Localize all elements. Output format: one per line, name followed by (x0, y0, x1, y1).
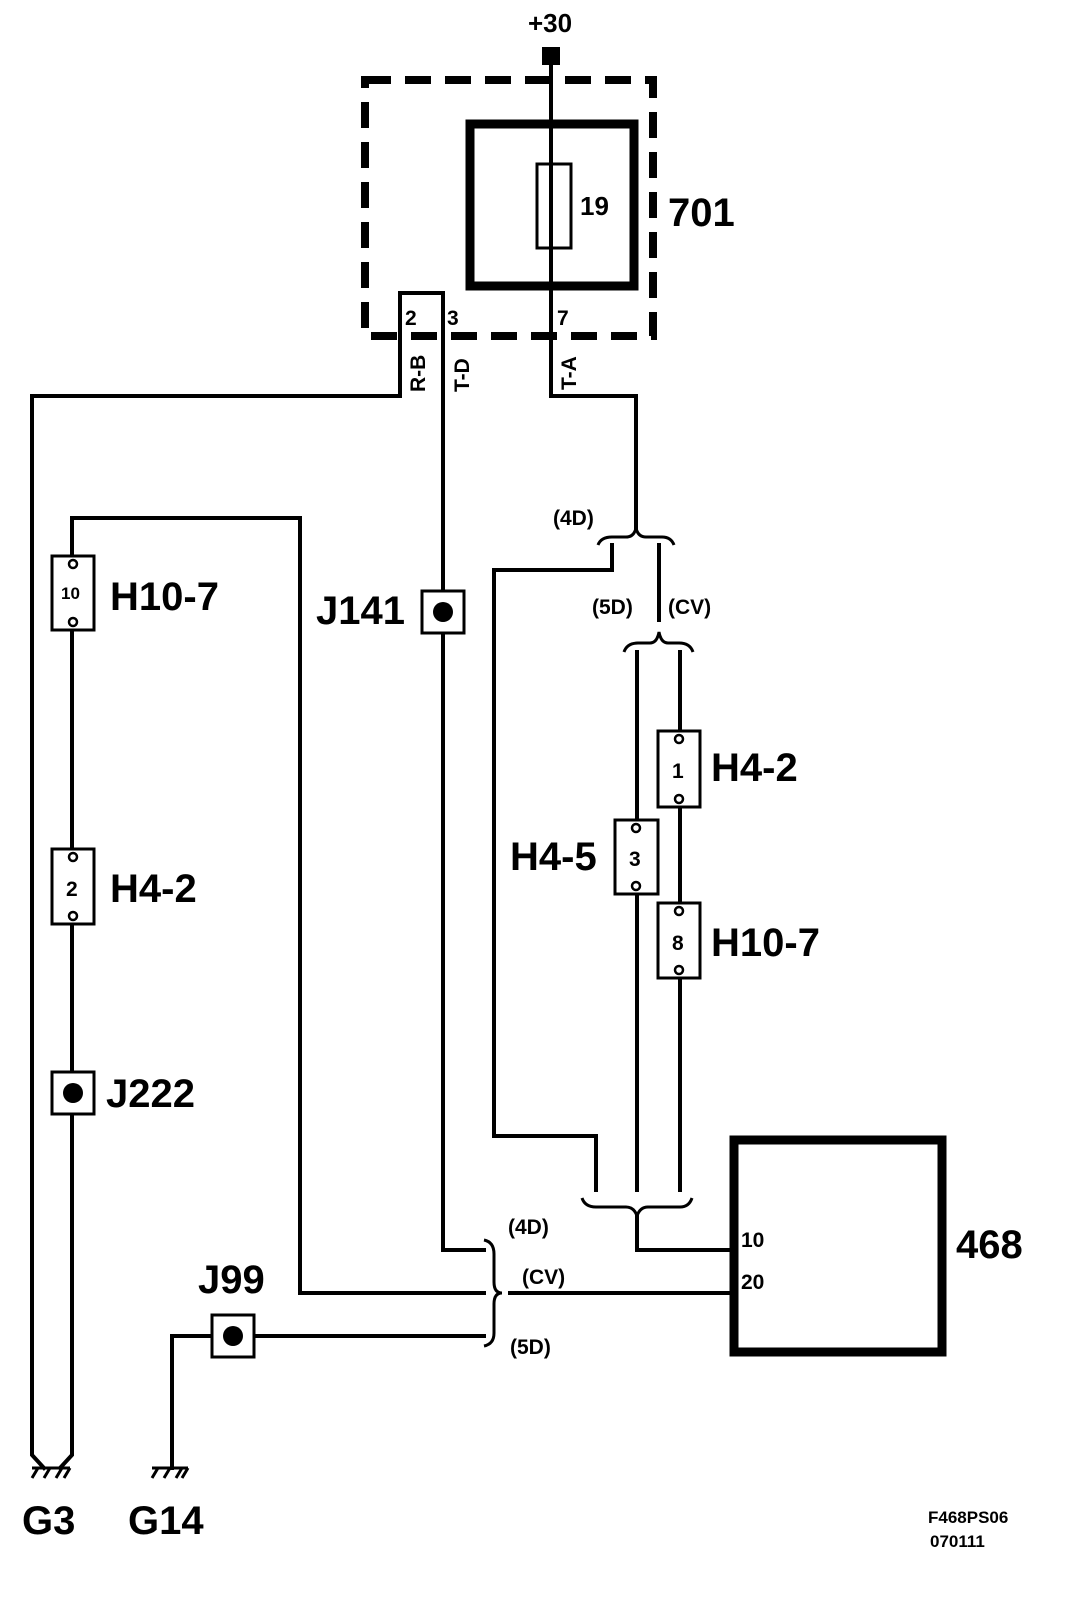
pin-hole (67, 616, 79, 628)
variant-bot-cv: (CV) (522, 1266, 565, 1289)
connector-h4-5-pin: 3 (629, 848, 641, 871)
splice-j141-label: J141 (316, 589, 405, 633)
ground-g14-icon (150, 1460, 190, 1479)
connector-h10-7-left-label: H10-7 (110, 575, 219, 619)
splice-j222-dot (63, 1083, 83, 1103)
wire-left-chain (57, 628, 74, 1471)
fusebox-id: 701 (668, 191, 735, 235)
pin-hole (67, 910, 79, 922)
connector-h4-2-left-label: H4-2 (110, 867, 197, 911)
wire-cv-left (70, 516, 486, 1295)
connector-h4-2-left-pin: 2 (66, 878, 78, 901)
ground-g3-label: G3 (22, 1499, 75, 1543)
connector-h10-7-right-pin: 8 (672, 932, 684, 955)
fusebox-outline (361, 76, 657, 340)
pin-hole (673, 793, 685, 805)
wire-ta (549, 63, 638, 532)
fuse-number: 19 (580, 191, 609, 221)
power-terminal (542, 47, 560, 65)
variant-bot-5d: (5D) (510, 1336, 551, 1359)
variant-top-5d: (5D) (592, 596, 633, 619)
connector-h4-2-right-label: H4-2 (711, 746, 798, 790)
brace-top-4d (596, 527, 676, 546)
pin-hole (67, 558, 79, 570)
ground-g14-label: G14 (128, 1499, 204, 1543)
wire-rb (30, 394, 402, 1471)
wire-rb-label: R-B (407, 355, 430, 392)
splice-j99-label: J99 (198, 1258, 265, 1302)
module-pin-10: 10 (741, 1229, 764, 1252)
module-pin-20: 20 (741, 1271, 764, 1294)
pin-hole (673, 905, 685, 917)
variant-top-cv: (CV) (668, 596, 711, 619)
wire-5d-ground (170, 1334, 486, 1464)
pin-hole (630, 822, 642, 834)
splice-j141-dot (433, 602, 453, 622)
fuse-19 (535, 162, 573, 250)
variant-top-4d: (4D) (553, 507, 594, 530)
wire-ta-label: T-A (558, 356, 581, 390)
connector-h10-7-right-label: H10-7 (711, 921, 820, 965)
pin-hole (67, 851, 79, 863)
wire-td-label: T-D (451, 358, 474, 392)
splice-j222-label: J222 (106, 1072, 195, 1116)
brace-module-top (580, 1197, 694, 1221)
pin-hole (673, 964, 685, 976)
brace-top-5d-cv (622, 631, 695, 653)
pin-bracket (398, 291, 445, 398)
module-468 (729, 1135, 947, 1357)
brace-module-left (483, 1238, 503, 1348)
wire-module-pin-10 (635, 1214, 736, 1252)
wire-td (441, 291, 486, 1252)
power-label: +30 (528, 8, 572, 38)
ground-g3-icon (30, 1466, 72, 1479)
splice-j99-dot (223, 1326, 243, 1346)
connector-h4-5-label: H4-5 (510, 835, 597, 879)
fusebox-pin-2: 2 (405, 307, 417, 330)
footer-date: 070111 (930, 1532, 985, 1551)
wire-4d-branch (492, 543, 614, 1192)
connector-h4-2-right-pin: 1 (672, 760, 684, 783)
fusebox-pin-7: 7 (557, 307, 569, 330)
pin-hole (673, 733, 685, 745)
variant-bot-4d: (4D) (508, 1216, 549, 1239)
fusebox-pin-3: 3 (447, 307, 459, 330)
connector-h10-7-left-pin: 10 (61, 584, 80, 603)
pin-hole (630, 880, 642, 892)
footer-code: F468PS06 (928, 1508, 1008, 1527)
module-id: 468 (956, 1223, 1023, 1267)
